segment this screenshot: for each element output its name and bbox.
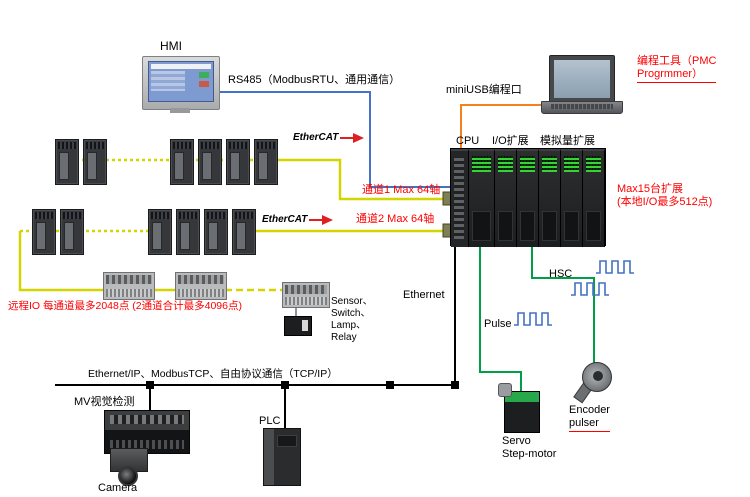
servo-motor-label: Servo Step-motor [502, 435, 557, 460]
hmi-screen [148, 61, 214, 102]
servo-drive [232, 209, 256, 255]
vision-controller [104, 410, 190, 454]
terminal-strip [454, 157, 465, 239]
hmi-stand [170, 108, 190, 113]
camera-lens [118, 466, 138, 486]
ethercat-label: EtherCAT [293, 132, 339, 143]
pulse-label: Pulse [484, 318, 512, 330]
controller-rack [450, 148, 606, 247]
pulse-waveform-icon [514, 312, 552, 326]
encoder-device [573, 360, 612, 404]
bus-junction [281, 381, 289, 389]
analog-expansion-module [561, 149, 583, 247]
sensor-device [284, 316, 312, 336]
servo-drive [148, 209, 172, 255]
led-block [498, 156, 513, 172]
analog-expansion-label: 模拟量扩展 [540, 135, 595, 147]
bus-junction [146, 381, 154, 389]
camera-label: Camera [98, 482, 138, 494]
laptop-keys [551, 104, 613, 109]
io-expansion-module [495, 149, 517, 247]
fieldbus-label: Ethernet/IP、ModbusTCP、自由协议通信（TCP/IP） [88, 368, 338, 380]
ethercat-arrow-icon [340, 132, 365, 143]
remote-io-module [175, 272, 227, 300]
miniusb-line [460, 104, 541, 148]
hmi-screen-indicator [199, 72, 209, 78]
power-module [451, 149, 470, 247]
servo-drive [60, 209, 84, 255]
servo-drive [55, 139, 79, 185]
led-block [586, 156, 601, 172]
io-connector [498, 211, 513, 241]
hsc-waveform-icon [571, 282, 609, 296]
led-block [472, 156, 491, 172]
laptop-keyboard [541, 101, 623, 114]
pulse-line [479, 243, 522, 391]
ethercat-arrow-icon [309, 214, 334, 225]
miniusb-label: miniUSB编程口 [446, 84, 522, 96]
sensor-group-label: Sensor、 Switch、 Lamp、 Relay [331, 296, 373, 343]
ethercat-label: EtherCAT [262, 214, 308, 225]
io-connector [520, 211, 535, 241]
bus-junction [451, 381, 459, 389]
encoder-hub [593, 371, 603, 381]
channel1-line [277, 158, 450, 201]
laptop-display [554, 60, 610, 98]
servo-drive [32, 209, 56, 255]
mv-vision-label: MV视觉检测 [74, 396, 135, 408]
hmi-label: HMI [160, 39, 182, 53]
io-expansion-label: I/O扩展 [492, 135, 529, 147]
plc-label: PLC [259, 415, 281, 427]
ethercat-badge: EtherCAT [291, 131, 367, 144]
encoder-label: Encoder pulser [569, 404, 610, 432]
max-expansion-note: Max15台扩展 (本地I/O最多512点) [617, 183, 713, 208]
hsc-label: HSC [549, 268, 573, 280]
ethernet-label: Ethernet [403, 289, 445, 301]
cpu-label: CPU [456, 135, 480, 147]
hmi-screen-indicator [199, 81, 209, 87]
servo-drive [204, 209, 228, 255]
channel1-label: 通道1 Max 64轴 [362, 184, 441, 196]
hmi-panel [142, 56, 220, 110]
channel2-label: 通道2 Max 64轴 [356, 213, 435, 225]
rs485-label: RS485（ModbusRTU、通用通信） [228, 74, 401, 86]
cpu-module [469, 149, 495, 247]
cpu-ports [472, 211, 491, 241]
servo-drive [198, 139, 222, 185]
servo-motor-device [498, 383, 540, 433]
hmi-screen-titlebar [151, 64, 211, 69]
hsc-line [531, 243, 595, 363]
hsc-waveform-icon [596, 260, 634, 274]
analog-expansion-module [539, 149, 561, 247]
laptop-screen [549, 55, 615, 103]
led-block [520, 156, 535, 172]
programmer-label: 编程工具（PMC Progrmmer） [637, 55, 717, 83]
servo-drive [170, 139, 194, 185]
sensor-io-module [282, 282, 330, 308]
remote-io-module [103, 272, 155, 300]
hmi-screen-window [151, 71, 185, 91]
servo-drive [176, 209, 200, 255]
servo-drive [254, 139, 278, 185]
servo-drive [226, 139, 250, 185]
plc-device [263, 428, 301, 486]
io-connector [586, 211, 601, 241]
led-block [542, 156, 557, 172]
led-block [564, 156, 579, 172]
io-connector [542, 211, 557, 241]
analog-expansion-module [583, 149, 605, 247]
ethercat-badge: EtherCAT [260, 213, 336, 226]
bus-junction [386, 381, 394, 389]
rs485-line [218, 91, 450, 188]
remote-io-line [18, 231, 103, 292]
servo-drive [83, 139, 107, 185]
remote-io-note: 远程IO 每通道最多2048点 (2通道合计最多4096点) [8, 300, 242, 312]
io-expansion-module [517, 149, 539, 247]
io-connector [564, 211, 579, 241]
